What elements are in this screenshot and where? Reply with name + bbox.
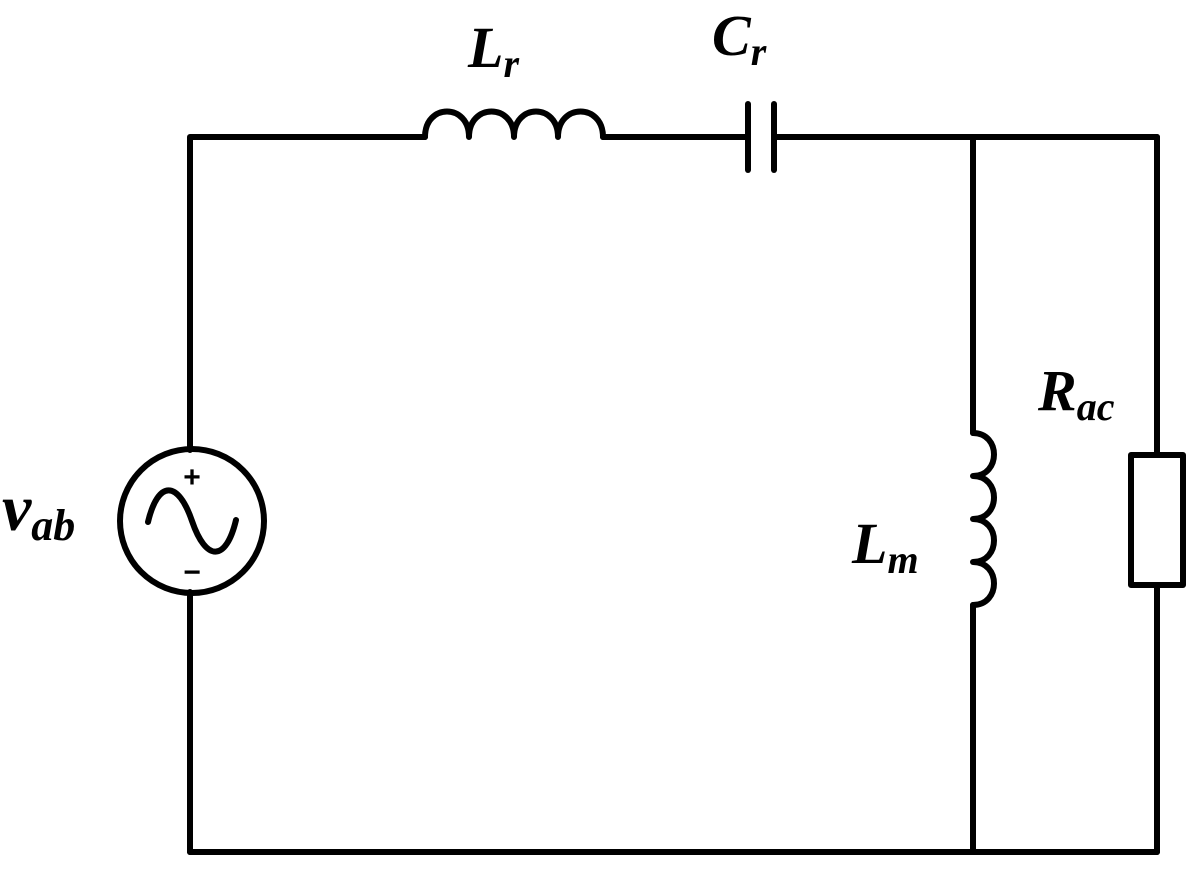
inductor-lm-label: Lm	[851, 511, 919, 582]
ac-source-icon	[117, 446, 267, 596]
inductor-icon	[970, 430, 997, 608]
resistor-icon	[1128, 452, 1186, 588]
plus-sign: +	[183, 461, 201, 494]
inductor-lr-label: Lr	[467, 15, 519, 86]
resistor-rac-label: Rac	[1037, 358, 1115, 429]
capacitor-cr: Cr	[712, 3, 777, 173]
inductor-lr: Lr	[422, 15, 606, 140]
resistor-rac: Rac	[1037, 358, 1186, 588]
inductor-lm: Lm	[851, 430, 997, 608]
capacitor-icon	[745, 101, 777, 173]
inductor-icon	[422, 108, 606, 140]
wire-top-left	[187, 134, 428, 453]
ac-source-vab-label: vab	[2, 472, 75, 550]
sine-wave-icon	[145, 487, 239, 555]
ac-source-vab: + − vab	[2, 446, 267, 596]
minus-sign: −	[183, 556, 201, 589]
capacitor-cr-label: Cr	[712, 3, 767, 74]
wires	[187, 134, 1160, 855]
